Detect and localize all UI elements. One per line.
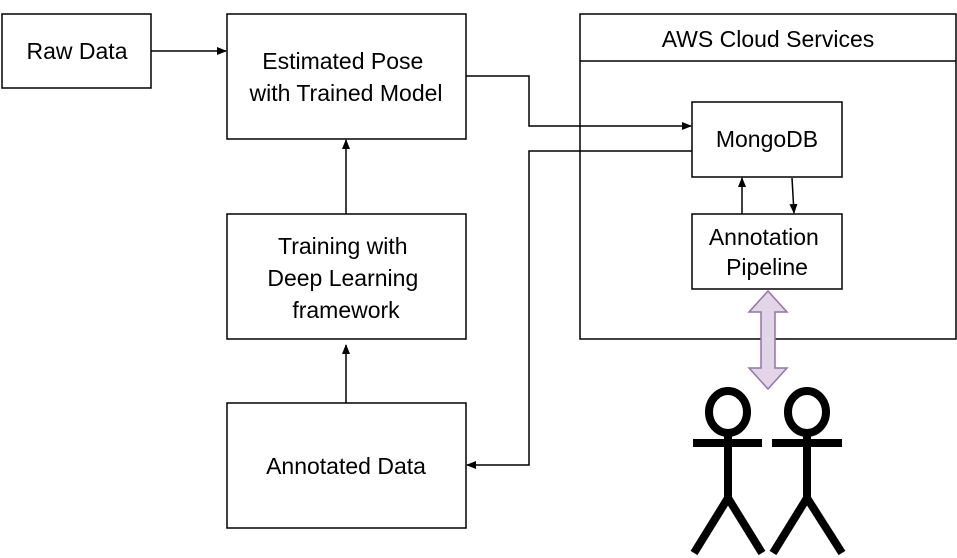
estimated-pose-node[interactable]: Estimated Pose with Trained Model (226, 13, 467, 140)
estimated-pose-line-2: with Trained Model (248, 80, 442, 106)
annotated-data-node[interactable]: Annotated Data (226, 402, 467, 529)
aws-container-title: AWS Cloud Services (662, 26, 875, 52)
annotation-pipeline-line-2: Pipeline (726, 254, 808, 280)
estimated-pose-line-1: Estimated Pose (262, 48, 423, 74)
stick-figure-person-icon (690, 387, 766, 556)
annotation-pipeline-node[interactable]: Annotation Pipeline (691, 213, 843, 290)
arrow-mongodb-to-pipeline (789, 177, 798, 214)
raw-data-label: Raw Data (27, 38, 128, 64)
stick-figure-person-icon (769, 387, 846, 556)
mongodb-node[interactable]: MongoDB (691, 101, 843, 178)
arrow-mongodb-to-annotated (466, 150, 692, 469)
annotation-pipeline-line-1: Annotation (709, 224, 819, 250)
annotated-data-label: Annotated Data (266, 453, 426, 479)
training-node[interactable]: Training with Deep Learning framework (226, 213, 467, 340)
training-line-1: Training with (278, 233, 408, 259)
arrow-pose-to-mongodb (466, 75, 692, 130)
raw-data-node[interactable]: Raw Data (1, 13, 152, 89)
connectors (151, 47, 798, 469)
training-line-3: framework (292, 297, 400, 323)
estimated-pose-label: Estimated Pose with Trained Model (248, 48, 442, 106)
users-group (690, 387, 846, 556)
annotation-pipeline-label: Annotation Pipeline (709, 224, 825, 280)
training-line-2: Deep Learning (267, 265, 418, 291)
training-label: Training with Deep Learning framework (267, 233, 424, 323)
bidirectional-arrow-icon (747, 289, 789, 391)
mongodb-label: MongoDB (716, 126, 818, 152)
